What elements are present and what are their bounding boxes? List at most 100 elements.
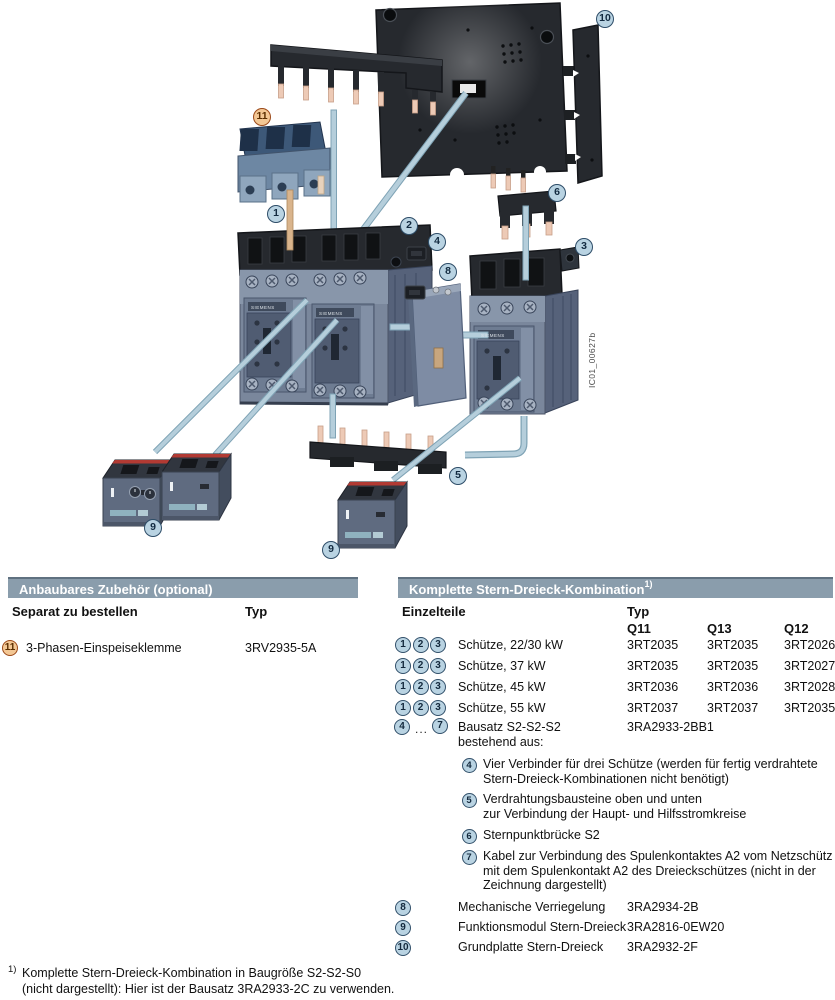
bottom-label: Grundplatte Stern-Dreieck (458, 940, 604, 954)
subcol-q11: Q11 (627, 621, 651, 636)
kit-item-line: zur Verbindung der Haupt- und Hilfsstrom… (483, 806, 747, 821)
item-circle-2: 2 (412, 679, 429, 695)
item-circle-3: 3 (430, 700, 446, 716)
feed-pin-item1 (286, 189, 294, 251)
bottom-label: Mechanische Verriegelung (458, 900, 606, 914)
module-dials (129, 486, 156, 500)
brand-label: SIEMENS (319, 311, 343, 316)
footnote-text: Komplette Stern-Dreieck-Kombination in B… (22, 966, 394, 997)
item-circle-3: 3 (430, 658, 446, 674)
type-q11: 3RT2036 (627, 680, 679, 694)
callout-6: 6 (548, 184, 566, 202)
drawing-code: IC01_00627b (587, 332, 597, 388)
item-circle-9: 9 (395, 920, 411, 936)
kit-item-line: Zeichnung dargestellt) (483, 878, 607, 892)
diagram-callouts: 1 2 3 4 5 6 8 9 9 10 11 (144, 10, 614, 559)
type-q11: 3RT2037 (627, 701, 679, 715)
item-circle-4: 4 (394, 719, 410, 735)
type-q12: 3RT2028 (784, 680, 835, 694)
callout-3: 3 (575, 238, 593, 256)
callout-9: 9 (322, 541, 340, 559)
item-circle-3: 3 (430, 637, 446, 653)
type-q12: 3RT2027 (784, 659, 835, 673)
kit-item-line: mit dem Spulenkontakt A2 des Dreieckschü… (483, 863, 816, 878)
item-circle-2: 2 (412, 700, 429, 716)
right-table-title: Komplette Stern-Dreieck-Kombination (409, 582, 645, 597)
type-q13: 3RT2035 (707, 659, 759, 673)
brand-label: SIEMENS (481, 333, 505, 338)
item-circle-7: 7 (461, 849, 477, 865)
type-q13: 3RT2037 (707, 701, 759, 715)
item-circle-8: 8 (395, 900, 411, 916)
callout-11: 11 (253, 108, 271, 126)
coil-wires (152, 297, 522, 483)
item-circle-1: 1 (395, 637, 411, 653)
callout-10: 10 (596, 10, 614, 28)
kit-item-line: Sternpunktbrücke S2 (483, 828, 600, 842)
item-circle-10: 10 (395, 940, 411, 956)
kit-item-line: Kabel zur Verbindung des Spulenkontaktes… (483, 849, 833, 863)
type-q12: 3RT2035 (784, 701, 835, 715)
connector-clips (404, 246, 427, 300)
bottom-type: 3RA2934-2B (627, 900, 699, 914)
kit-item-line: Verdrahtungsbausteine oben und unten (483, 792, 702, 806)
item-circle-2: 2 (412, 658, 429, 674)
right-col2-header: Typ (627, 604, 650, 619)
right-col1-header: Einzelteile (402, 604, 466, 619)
subcol-q13: Q13 (707, 621, 732, 636)
footnote-line2: (nicht dargestellt): Hier ist der Bausat… (22, 981, 395, 996)
right-table-title-sup: 1) (644, 579, 653, 589)
callout-2: 2 (400, 217, 418, 235)
callout-8: 8 (439, 263, 457, 281)
callout-5: 5 (449, 467, 467, 485)
vertical-rod-lower (329, 393, 336, 439)
accessory-label: 3-Phasen-Einspeiseklemme (26, 641, 182, 655)
type-q13: 3RT2036 (707, 680, 759, 694)
accessory-type: 3RV2935-5A (245, 641, 317, 655)
kit-type: 3RA2933-2BB1 (627, 720, 714, 734)
bottom-type: 3RA2932-2F (627, 940, 698, 954)
type-q11: 3RT2035 (627, 659, 679, 673)
kit-label2: bestehend aus: (458, 735, 544, 749)
top-wiring-comb (270, 44, 443, 116)
item-circle-5: 5 (461, 792, 477, 808)
kit-item-line: Stern-Dreieck-Kombinationen nicht benöti… (483, 771, 729, 786)
plate-pins (490, 166, 526, 193)
item-circle-2: 2 (412, 637, 429, 653)
item-circle-1: 1 (395, 700, 411, 716)
bottom-type: 3RA2816-0EW20 (627, 920, 725, 934)
item-circle-7: 7 (432, 718, 448, 734)
callout-4: 4 (428, 233, 446, 251)
kit-label: Bausatz S2-S2-S2 (458, 720, 561, 734)
item-circle-11: 11 (2, 640, 18, 656)
vertical-rod-right (522, 205, 529, 281)
contactor-pair-left (237, 224, 433, 406)
item-circle-4: 4 (461, 757, 477, 773)
item-circle-1: 1 (395, 679, 411, 695)
footnote-sup: 1) (8, 964, 17, 975)
item-circle-3: 3 (430, 679, 446, 695)
type-q11: 3RT2035 (627, 638, 679, 652)
subcol-q12: Q12 (784, 621, 809, 636)
callout-1: 1 (267, 205, 285, 223)
item-circle-6: 6 (461, 828, 477, 844)
parts-label: Schütze, 22/30 kW (458, 638, 563, 652)
parts-label: Schütze, 55 kW (458, 701, 546, 715)
parts-label: Schütze, 37 kW (458, 659, 546, 673)
left-col1-header: Separat zu bestellen (12, 604, 138, 619)
brand-label: SIEMENS (251, 305, 275, 310)
left-table-header: Anbaubares Zubehör (optional) (8, 577, 358, 598)
parts-label: Schütze, 45 kW (458, 680, 546, 694)
item-circle-1: 1 (395, 658, 411, 674)
type-q12: 3RT2026 (784, 638, 835, 652)
footnote-line1: Komplette Stern-Dreieck-Kombination in B… (22, 966, 362, 980)
right-table-header: Komplette Stern-Dreieck-Kombination1) (398, 577, 833, 598)
type-q13: 3RT2035 (707, 638, 759, 652)
left-col2-header: Typ (245, 604, 268, 619)
callout-9: 9 (144, 519, 162, 537)
kit-item-line: Vier Verbinder für drei Schütze (werden … (483, 757, 818, 771)
kit-ellipsis: ... (415, 722, 429, 736)
infeed-terminal (237, 121, 331, 203)
bottom-label: Funktionsmodul Stern-Dreieck (458, 920, 627, 934)
